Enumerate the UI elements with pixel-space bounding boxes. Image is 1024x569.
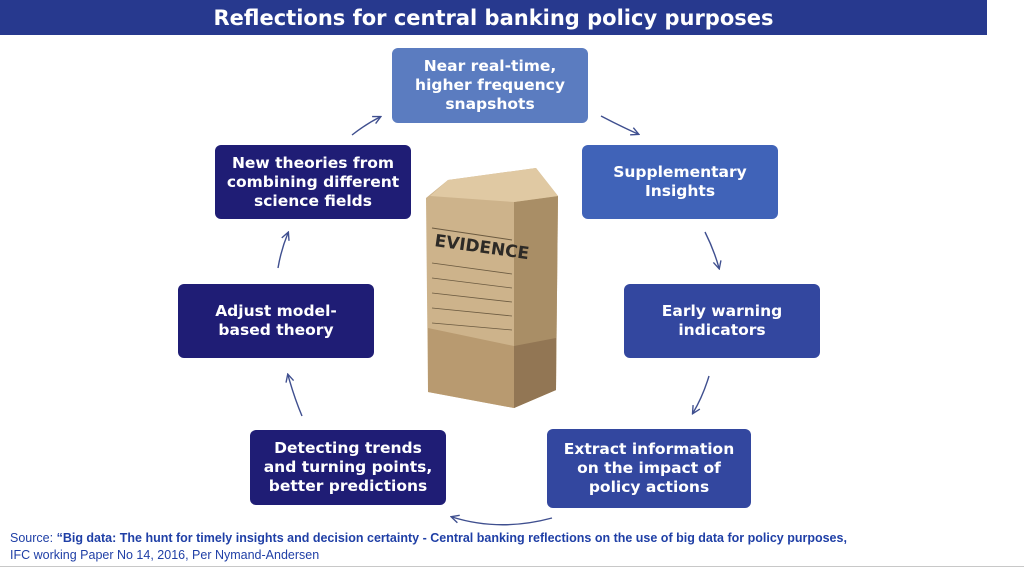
node-adjust-model: Adjust model- based theory [178, 284, 374, 358]
node-supplementary-insights: Supplementary Insights [582, 145, 778, 219]
page-title: Reflections for central banking policy p… [0, 0, 987, 35]
arrow-3 [693, 375, 710, 413]
node-extract-information: Extract information on the impact of pol… [547, 429, 751, 508]
node-near-real-time: Near real-time, higher frequency snapsho… [392, 48, 588, 123]
node-early-warning: Early warning indicators [624, 284, 820, 358]
source-citation: Source: “Big data: The hunt for timely i… [10, 531, 847, 562]
node-new-theories: New theories from combining different sc… [215, 145, 411, 219]
node-detecting-trends: Detecting trends and turning points, bet… [250, 430, 446, 505]
arrow-2 [704, 231, 719, 268]
footer-divider [0, 566, 1024, 567]
arrow-6 [277, 233, 288, 269]
evidence-bag-image: EVIDENCE [426, 168, 558, 408]
arrow-4 [452, 517, 553, 526]
arrow-5 [288, 375, 303, 417]
arrow-7 [351, 117, 380, 136]
arrow-1 [600, 115, 638, 134]
